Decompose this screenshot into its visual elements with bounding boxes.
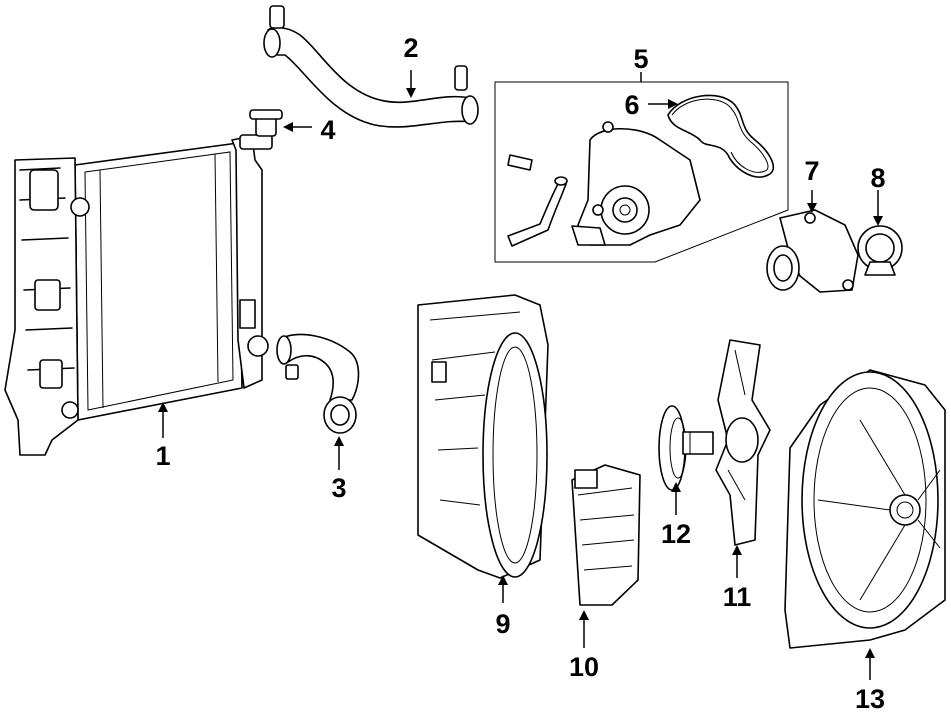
part-water-pump-box <box>494 81 789 263</box>
part-radiator <box>4 134 273 456</box>
part-lower-hose <box>276 333 360 434</box>
part-fan-blade <box>715 339 771 546</box>
callout-2: 2 <box>403 33 418 63</box>
callout-6: 6 <box>624 90 639 120</box>
callout-1: 1 <box>155 441 170 471</box>
callout-13: 13 <box>855 684 885 714</box>
part-radiator-cap <box>249 109 283 137</box>
callout-12: 12 <box>661 519 691 549</box>
callout-5: 5 <box>633 44 648 74</box>
leader-lines <box>158 70 883 680</box>
callout-10: 10 <box>569 652 599 682</box>
part-fan-shroud <box>417 294 549 579</box>
callout-7: 7 <box>804 156 819 186</box>
part-fan-clutch <box>658 405 714 491</box>
part-thermostat <box>857 225 903 276</box>
part-thermostat-housing <box>766 209 859 293</box>
part-electric-fan <box>784 369 946 649</box>
callout-4: 4 <box>320 115 335 145</box>
callout-9: 9 <box>495 609 510 639</box>
part-upper-hose <box>263 5 479 128</box>
callout-11: 11 <box>723 582 752 612</box>
callout-3: 3 <box>331 473 346 503</box>
callout-8: 8 <box>870 163 885 193</box>
part-shroud-lower <box>571 464 641 606</box>
callout-labels: 1 2 3 4 5 6 7 8 9 10 11 12 13 <box>155 33 885 714</box>
